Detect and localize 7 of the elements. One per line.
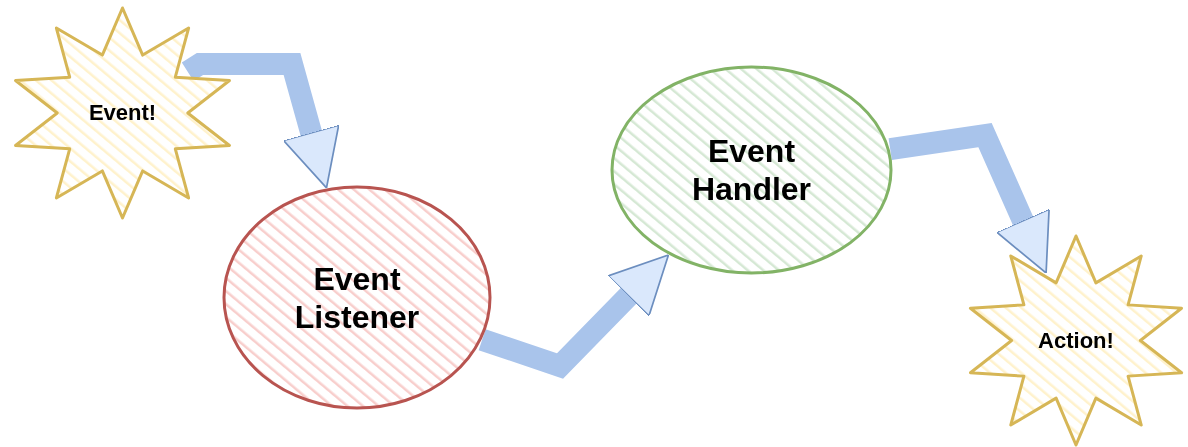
node-label: Event Listener [293,259,421,336]
node-label: Event Handler [690,131,813,209]
node-label: Action! [1037,327,1115,354]
block-arrow [888,122,1050,274]
block-arrow [478,254,670,379]
node-label: Event! [87,99,158,127]
block-arrow [181,53,340,189]
